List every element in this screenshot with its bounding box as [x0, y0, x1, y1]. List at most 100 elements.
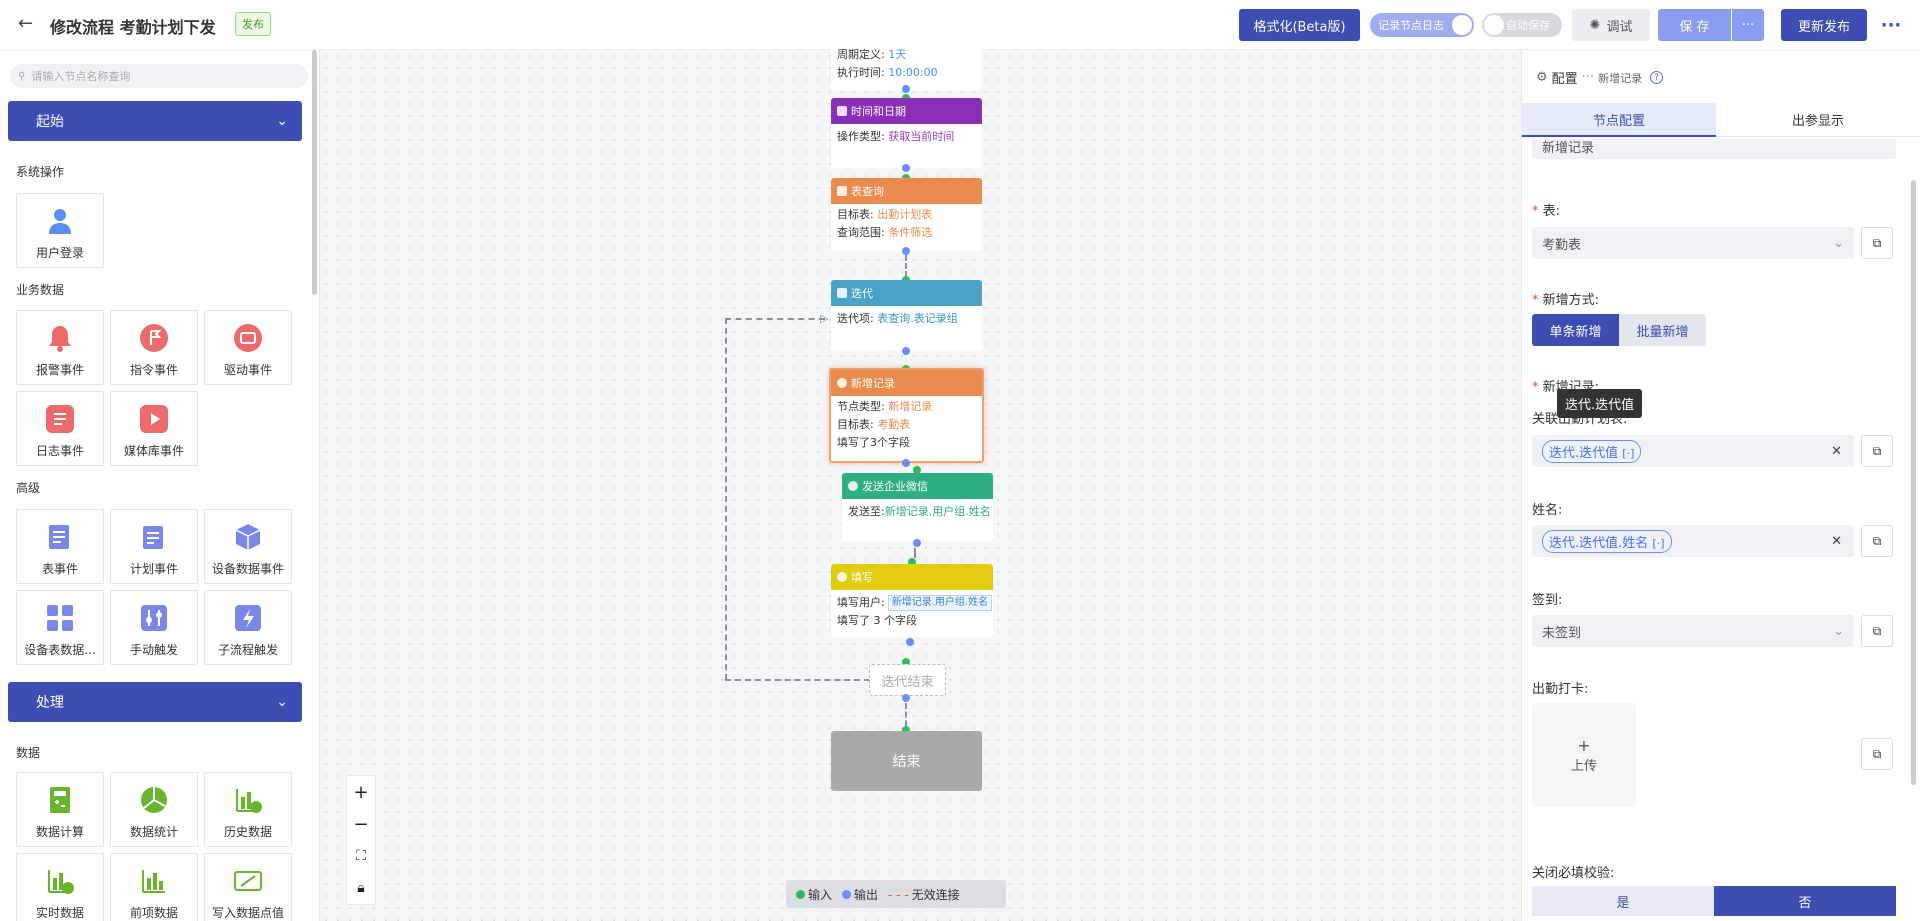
card-command-event[interactable]: 指令事件: [110, 310, 198, 385]
field-option-button[interactable]: ⧉: [1861, 738, 1893, 770]
iterate-end-node[interactable]: 迭代结束: [869, 664, 946, 696]
input-port[interactable]: [908, 558, 916, 566]
node-iterate[interactable]: 迭代 迭代项: 表查询.表记录组: [831, 280, 982, 350]
output-port[interactable]: [902, 347, 910, 355]
save-button[interactable]: 保 存: [1658, 9, 1731, 41]
card-manual-trigger[interactable]: 手动触发: [110, 590, 198, 665]
row-value: 新增记录.用户组.姓名: [884, 505, 991, 518]
panel-scrollbar[interactable]: [1911, 180, 1916, 785]
required-check-no[interactable]: 否: [1714, 886, 1896, 916]
add-mode-batch[interactable]: 批量新增: [1619, 314, 1706, 346]
section-process[interactable]: 处理 ⌄: [8, 682, 302, 722]
checkin-value: 未签到: [1542, 625, 1582, 641]
zoom-out-button[interactable]: −: [353, 813, 369, 835]
iterate-icon: [837, 288, 847, 298]
help-icon[interactable]: ?: [1650, 71, 1664, 84]
field-option-button[interactable]: ⧉: [1861, 435, 1893, 467]
card-label: 设备数据事件: [211, 562, 284, 576]
update-publish-button[interactable]: 更新发布: [1781, 9, 1867, 41]
input-port[interactable]: [913, 466, 921, 474]
card-device-data-event[interactable]: 设备数据事件: [204, 509, 292, 584]
related-field[interactable]: 迭代.迭代值 [·]✕: [1532, 435, 1854, 467]
node-wechat[interactable]: 发送企业微信 发送至:新增记录.用户组.姓名: [842, 473, 993, 541]
output-port[interactable]: [902, 247, 910, 255]
card-history-data[interactable]: 历史数据: [204, 772, 292, 847]
field-option-button[interactable]: ⧉: [1861, 227, 1893, 259]
card-data-stats[interactable]: 数据统计: [110, 772, 198, 847]
write-icon: [233, 866, 263, 896]
node-row: 发送至:新增记录.用户组.姓名: [842, 499, 993, 521]
input-port[interactable]: [902, 658, 910, 666]
add-mode-single[interactable]: 单条新增: [1532, 314, 1619, 346]
card-log-event[interactable]: 日志事件: [16, 391, 104, 466]
table-select[interactable]: 考勤表⌄: [1532, 227, 1854, 259]
card-realtime-data[interactable]: 实时数据: [16, 853, 104, 921]
card-label: 设备表数据...: [24, 643, 96, 657]
field-option-button[interactable]: ⧉: [1861, 615, 1893, 647]
node-table-query[interactable]: 表查询 目标表: 出勤计划表 查询范围: 条件筛选: [831, 178, 982, 251]
row-label: 填写用户:: [837, 596, 885, 609]
checkin-select[interactable]: 未签到⌄: [1532, 615, 1854, 647]
save-more-button[interactable]: ···: [1732, 9, 1764, 41]
more-menu-icon[interactable]: ···: [1880, 14, 1902, 36]
node-title: 表查询: [851, 185, 884, 198]
tab-output-params[interactable]: 出参显示: [1716, 103, 1920, 137]
table-event-icon: [45, 522, 75, 552]
output-port[interactable]: [906, 638, 914, 646]
card-prev-data[interactable]: 前项数据: [110, 853, 198, 921]
upload-box[interactable]: + 上传: [1532, 703, 1636, 807]
output-port[interactable]: [902, 694, 910, 702]
card-data-calc[interactable]: 数据计算: [16, 772, 104, 847]
card-label: 历史数据: [223, 825, 272, 839]
clear-icon[interactable]: ✕: [1831, 443, 1842, 459]
card-media-event[interactable]: 媒体库事件: [110, 391, 198, 466]
tab-node-config[interactable]: 节点配置: [1522, 103, 1716, 137]
output-port[interactable]: [913, 539, 921, 547]
name-field[interactable]: 迭代.迭代值.姓名 [·]✕: [1532, 525, 1854, 557]
output-port[interactable]: [902, 164, 910, 172]
card-table-event[interactable]: 表事件: [16, 509, 104, 584]
lock-icon[interactable]: 🔒︎: [357, 880, 365, 896]
node-title: 填写: [851, 571, 873, 584]
back-arrow-icon[interactable]: ←: [18, 13, 34, 34]
card-subflow-trigger[interactable]: 子流程触发: [204, 590, 292, 665]
row-value: 获取当前时间: [888, 130, 955, 143]
section-start[interactable]: 起始 ⌄: [8, 101, 302, 141]
card-alarm-event[interactable]: 报警事件: [16, 310, 104, 385]
node-datetime[interactable]: 时间和日期 操作类型: 获取当前时间: [831, 98, 982, 168]
card-device-table-data[interactable]: 设备表数据...: [16, 590, 104, 665]
clear-icon[interactable]: ✕: [1831, 533, 1842, 549]
config-panel: ⚙ 配置 ··· 新增记录 ? 节点配置 出参显示 新增记录 * 表: 考勤表⌄…: [1521, 50, 1920, 921]
log-toggle[interactable]: 记录节点日志: [1370, 13, 1474, 37]
end-node[interactable]: 结束: [831, 731, 982, 791]
input-port[interactable]: [902, 726, 910, 734]
flow-canvas[interactable]: 周期定义: 1天 执行时间: 10:00:00 时间和日期 操作类型: 获取当前…: [320, 44, 1832, 921]
lightning-icon: [233, 603, 263, 633]
card-driver-event[interactable]: 驱动事件: [204, 310, 292, 385]
output-port[interactable]: [902, 85, 910, 93]
node-add-record[interactable]: 新增记录 节点类型: 新增记录 目标表: 考勤表 填写了3个字段: [829, 368, 984, 463]
row-label: 迭代项:: [837, 312, 874, 325]
section-start-label: 起始: [36, 114, 64, 130]
node-fill[interactable]: 填写 填写用户:新增记录.用户组.姓名 填写了 3 个字段: [831, 564, 993, 637]
autosave-toggle[interactable]: 自动保存: [1482, 13, 1562, 37]
node-search-input[interactable]: ⚲ 请输入节点名称查询: [10, 64, 308, 88]
node-row: 周期定义: 1天: [831, 44, 982, 64]
card-user-login[interactable]: 用户登录: [16, 193, 104, 268]
node-name-field[interactable]: 新增记录: [1532, 139, 1896, 159]
row-value: 10:00:00: [888, 66, 938, 79]
debug-button[interactable]: ✺ 调试: [1572, 9, 1650, 41]
node-header: 填写: [831, 564, 993, 590]
fit-icon[interactable]: ⛶: [356, 848, 366, 864]
sidebar-scrollbar[interactable]: [312, 50, 317, 295]
card-plan-event[interactable]: 计划事件: [110, 509, 198, 584]
output-port[interactable]: [902, 459, 910, 467]
required-check-yes[interactable]: 是: [1532, 886, 1714, 916]
zoom-in-button[interactable]: +: [353, 781, 369, 803]
format-button[interactable]: 格式化(Beta版): [1239, 9, 1360, 41]
node-schedule[interactable]: 周期定义: 1天 执行时间: 10:00:00: [831, 44, 982, 90]
card-write-point[interactable]: 写入数据点值: [204, 853, 292, 921]
field-option-button[interactable]: ⧉: [1861, 525, 1893, 557]
node-row: 填写了3个字段: [837, 436, 910, 449]
card-label: 驱动事件: [223, 363, 272, 377]
